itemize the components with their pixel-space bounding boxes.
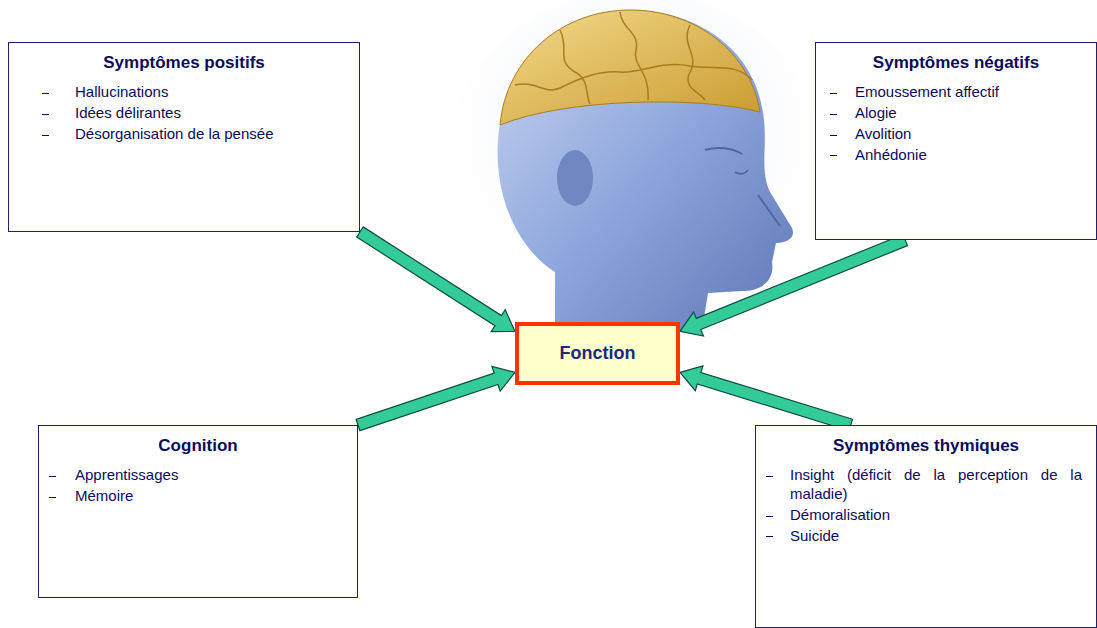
symptom-box: CognitionApprentissagesMémoire: [38, 425, 358, 598]
list-row: Mémoire: [49, 487, 347, 506]
head-shape: [498, 10, 793, 330]
list-item: Idées délirantes: [75, 104, 274, 123]
list-row: Désorganisation de la pensée: [19, 125, 349, 144]
face-lines: [705, 148, 780, 226]
block-arrow: [357, 227, 515, 332]
box-heading: Fonction: [560, 342, 636, 365]
list-row: Insight (déficit de la perception de la …: [766, 466, 1086, 504]
list-item: Mémoire: [75, 487, 337, 506]
block-arrow: [356, 366, 515, 430]
list-item: Anhédonie: [855, 146, 1016, 165]
list-row: Démoralisation: [766, 506, 1086, 525]
box-heading: Symptômes thymiques: [766, 435, 1086, 456]
list-item: Emoussement affectif: [855, 83, 1016, 102]
block-arrow: [680, 366, 853, 431]
bullet-dash: [766, 476, 773, 477]
ear: [557, 150, 593, 206]
list-row: Avolition: [826, 125, 1086, 144]
bullet-dash: [830, 135, 837, 136]
bullet-dash: [49, 476, 56, 477]
list-item: Désorganisation de la pensée: [75, 125, 274, 144]
box-heading: Symptômes négatifs: [826, 52, 1086, 73]
list-row: Emoussement affectif: [826, 83, 1086, 102]
symptom-box: Symptômes négatifsEmoussement affectifAl…: [815, 42, 1097, 240]
puzzle-lines: [515, 12, 752, 104]
bullet-dash: [42, 93, 49, 94]
bullet-dash: [42, 114, 49, 115]
symptom-box: Symptômes thymiquesInsight (déficit de l…: [755, 425, 1097, 628]
list-item: Alogie: [855, 104, 1016, 123]
list-item: Suicide: [790, 527, 1082, 546]
bullet-dash: [830, 155, 837, 156]
brain-cap: [500, 10, 760, 125]
bullet-dash: [830, 93, 837, 94]
list-row: Idées délirantes: [19, 104, 349, 123]
bullet-dash: [766, 516, 773, 517]
bullet-dash: [830, 114, 837, 115]
list-row: Anhédonie: [826, 146, 1086, 165]
box-heading: Cognition: [49, 435, 347, 456]
list-row: Alogie: [826, 104, 1086, 123]
bullet-dash: [766, 536, 773, 537]
list-item: Apprentissages: [75, 466, 337, 485]
bullet-dash: [42, 135, 49, 136]
list-row: Hallucinations: [19, 83, 349, 102]
symptom-box: Symptômes positifsHallucinationsIdées dé…: [8, 42, 360, 232]
list-item: Hallucinations: [75, 83, 274, 102]
box-heading: Symptômes positifs: [19, 52, 349, 73]
list-item: Insight (déficit de la perception de la …: [790, 466, 1082, 504]
list-item: Avolition: [855, 125, 1016, 144]
function-box: Fonction: [515, 322, 680, 385]
list-item: Démoralisation: [790, 506, 1082, 525]
bullet-dash: [49, 497, 56, 498]
list-row: Suicide: [766, 527, 1086, 546]
list-row: Apprentissages: [49, 466, 347, 485]
block-arrow: [680, 234, 907, 336]
